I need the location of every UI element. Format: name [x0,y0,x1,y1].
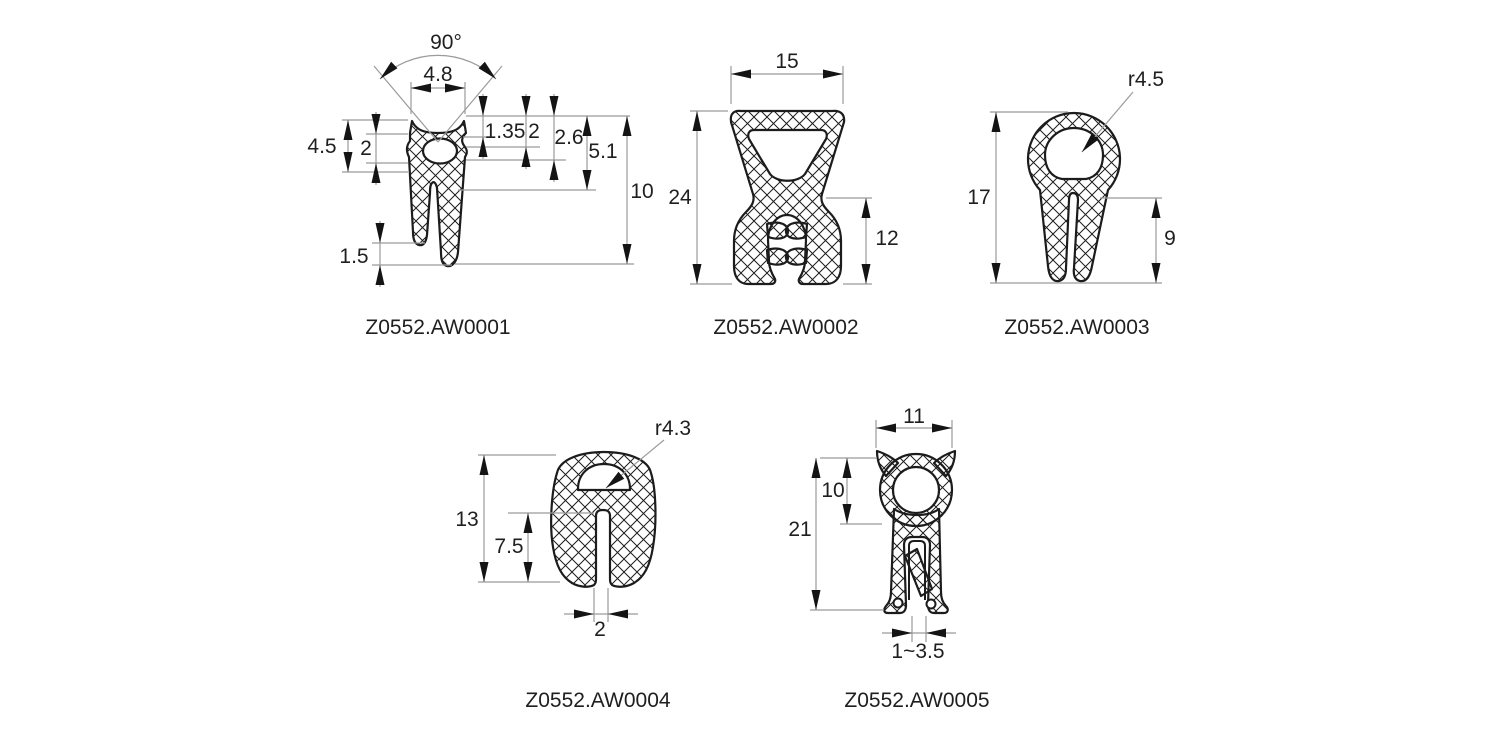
profile-aw0002-shape [729,109,846,286]
ext-lines-total-height [478,454,560,583]
angle-arc [379,54,497,80]
dim-d2: 2 [528,120,540,143]
ext-lines-right [455,115,634,265]
ext-lines-total-height [690,110,732,285]
dim-top-width: 15 [775,50,798,73]
dim-d4: 5.1 [588,140,617,163]
ext-lines-grip-range [911,616,927,642]
profile-label: Z0552.AW0002 [713,316,858,339]
dim-total-height: 24 [668,186,692,209]
profile-aw0003-shape [1026,111,1122,283]
dim-slot-height: 7.5 [494,535,523,558]
profile-aw0004-shape [550,450,657,588]
dim-leg-height: 9 [1164,227,1176,250]
ext-lines-leg-offset [372,242,452,266]
dim-d3: 2.6 [554,126,583,149]
dim-radius: r4.5 [1128,68,1164,91]
dim-leg-height: 12 [875,227,898,250]
dim-total-height: 10 [630,180,653,203]
dim-side-height: 4.5 [307,135,336,158]
profile-label: Z0552.AW0005 [844,689,989,712]
dim-radius: r4.3 [655,417,691,440]
profile-aw0001: 90° 4.8 4.5 2 1.5 1.35 2 [307,31,653,339]
ext-lines-side-height [342,119,408,173]
profile-aw0001-shape [405,119,468,268]
profile-label: Z0552.AW0003 [1004,316,1149,339]
leader-radius [1081,91,1134,153]
carrier-liner [908,540,926,600]
dim-top-width: 11 [903,405,925,428]
dim-total-height: 21 [788,518,811,541]
dim-top-width: 4.8 [423,63,452,86]
dim-slot-width: 2 [594,618,606,641]
internal-tongue [903,547,934,598]
ext-lines-slot-width [593,588,609,622]
dim-bulb-height: 10 [821,479,844,502]
dim-leg-offset: 1.5 [339,245,368,268]
dim-total-height: 17 [967,186,990,209]
ext-lines-total-height [990,111,1162,284]
profile-label: Z0552.AW0001 [365,316,510,339]
ext-lines-side-inner [366,133,408,164]
profile-aw0005: 11 10 21 1~3.5 Z0552.AW0005 [788,405,989,712]
profile-aw0003: r4.5 17 9 Z0552.AW0003 [967,68,1176,339]
dim-total-height: 13 [455,508,478,531]
profile-label: Z0552.AW0004 [525,689,670,712]
foot-notch-right [925,598,937,610]
dim-d1: 1.35 [485,120,526,143]
profile-aw0005-bulb [878,452,954,528]
leader-radius [605,439,665,489]
foot-notch-left [892,597,904,609]
dim-grip-range: 1~3.5 [891,640,944,663]
ext-lines-top-width [410,82,466,114]
finger-right-lower [784,247,809,266]
dim-angle: 90° [430,31,462,54]
profile-aw0002: 15 24 12 Z0552.AW0002 [668,50,898,339]
finger-right-upper [784,221,809,240]
dim-side-inner: 2 [360,137,372,160]
profile-aw0004: r4.3 13 7.5 2 Z0552.AW0004 [455,417,691,712]
